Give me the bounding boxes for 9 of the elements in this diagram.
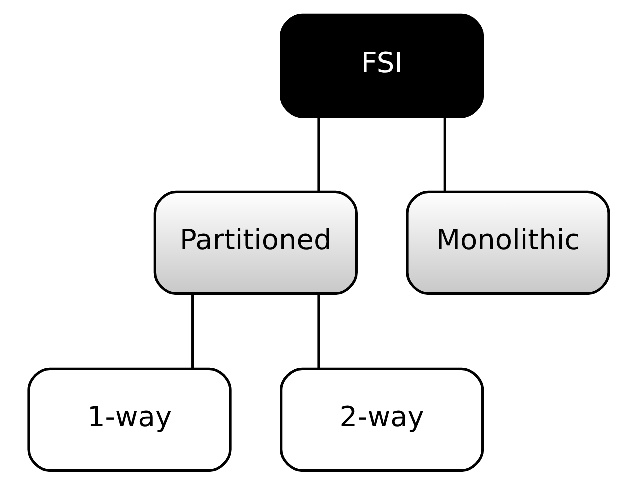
connector (318, 117, 320, 192)
node-box: FSI (280, 14, 484, 118)
connector (192, 294, 194, 369)
connector (444, 117, 446, 192)
node-box: Partitioned (154, 190, 358, 296)
node-box: 1-way (28, 368, 232, 472)
node-box: 2-way (280, 368, 484, 472)
connector (318, 294, 320, 369)
node-box: Monolithic (406, 190, 610, 296)
